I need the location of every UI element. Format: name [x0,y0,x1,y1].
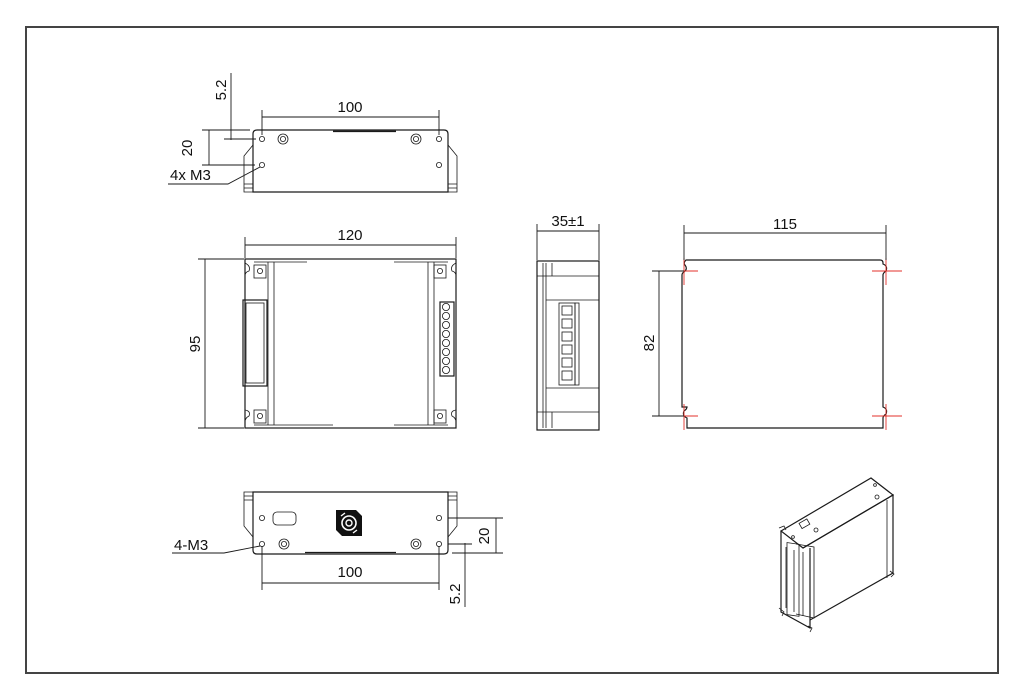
side-view-terminals [561,305,573,381]
hole-centerlines [652,258,902,430]
mounting-view-height-dim: 82 [641,335,658,352]
drawing-frame [25,26,999,674]
top-view-width-dim: 100 [337,99,362,116]
side-view-width-dim: 35±1 [551,213,584,230]
top-view: 100 20 5.2 4x M3 [168,73,458,193]
bottom-view-offset-dim: 5.2 [447,584,464,605]
bottom-view-hole-note: 4-M3 [174,537,208,554]
bottom-view-height-dim: 20 [476,528,493,545]
top-view-offset-dim: 5.2 [213,80,230,101]
terminal-screws [441,302,450,374]
isometric-view [778,477,895,633]
brand-logo-icon [336,510,362,536]
terminal-block [439,301,455,377]
plan-view-width-dim: 120 [337,227,362,244]
plan-view-height-dim: 95 [187,336,204,353]
top-view-hole-note: 4x M3 [170,167,211,184]
mounting-view-width-dim: 115 [773,216,797,233]
mounting-view: 115 82 [641,216,902,430]
bottom-view: 100 20 5.2 4-M3 [172,491,503,607]
side-view: 35±1 [536,213,600,431]
bottom-view-width-dim: 100 [337,564,362,581]
plan-view: 120 95 [187,227,457,429]
top-view-height-dim: 20 [179,140,196,157]
label-window [272,511,297,526]
